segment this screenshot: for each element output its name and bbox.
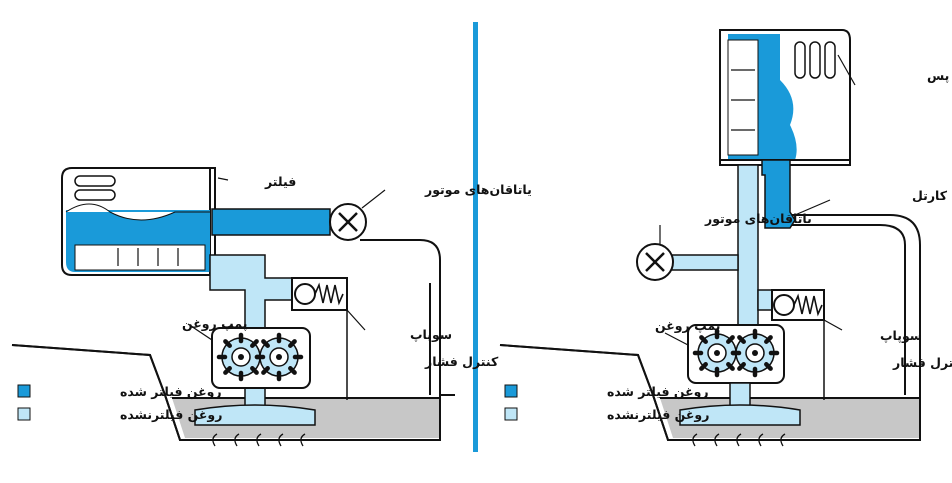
left-valve-label-1: سوپاپ bbox=[410, 327, 452, 342]
left-bearing-icon bbox=[328, 202, 368, 242]
right-pump-label: پمپ روغن bbox=[655, 318, 720, 333]
left-bearings-label: یاتاقان‌های موتور bbox=[424, 182, 532, 197]
right-crankcase-label: به سمت کارتل bbox=[912, 188, 952, 203]
left-legend-unfiltered: روغن فیلترنشده bbox=[120, 407, 222, 422]
left-legend-filtered: روغن فیلتر شده bbox=[120, 384, 222, 399]
right-legend-swatch-unfiltered bbox=[504, 407, 518, 421]
left-legend-swatch-filtered bbox=[17, 384, 31, 398]
right-valve-label-2: کنترل فشار bbox=[892, 355, 952, 370]
right-legend-swatch-filtered bbox=[504, 384, 518, 398]
left-panel: فیلتر یاتاقان‌های موتور پمپ روغن سوپاپ ک… bbox=[11, 167, 532, 447]
left-pump-gear-icon bbox=[257, 335, 301, 379]
right-valve-label-1: سوپاپ bbox=[880, 328, 922, 343]
left-valve-label-2: کنترل فشار bbox=[424, 354, 499, 369]
right-pump-gear-icon bbox=[733, 331, 777, 375]
left-pump-label: پمپ روغن bbox=[182, 316, 247, 331]
left-filter-label: فیلتر bbox=[264, 174, 296, 189]
right-bearings-label: یاتاقان‌های موتور bbox=[704, 211, 812, 226]
right-legend-filtered: روغن فیلتر شده bbox=[607, 384, 709, 399]
right-bypass-label: مجرای بای پس bbox=[927, 68, 952, 83]
right-legend-unfiltered: روغن فیلترنشده bbox=[607, 407, 709, 422]
right-bearing-icon bbox=[635, 242, 675, 282]
right-oil-pickup bbox=[679, 404, 801, 426]
right-panel: مجرای بای پس به سمت کارتل یاتاقان‌های مو… bbox=[499, 29, 952, 447]
panel-divider bbox=[473, 22, 478, 452]
left-oil-pickup bbox=[194, 404, 316, 426]
left-legend-swatch-unfiltered bbox=[17, 407, 31, 421]
